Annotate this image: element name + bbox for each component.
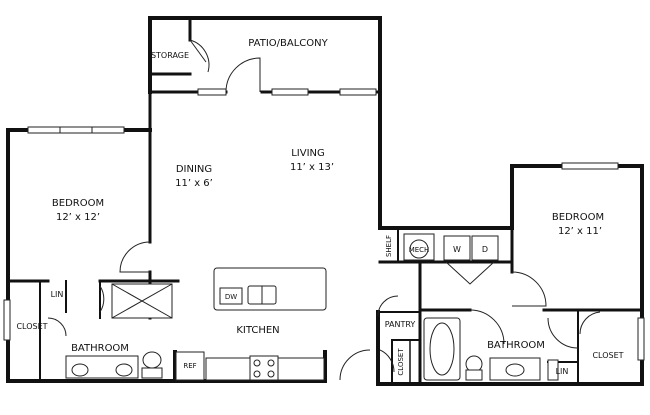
- dw-label: DW: [225, 293, 237, 301]
- dining-label: DINING: [176, 164, 212, 175]
- closet-right-label: CLOSET: [592, 351, 623, 360]
- lin-right-label: LIN: [556, 367, 569, 376]
- living-label: LIVING: [291, 148, 325, 159]
- bedroom-right-label: BEDROOM: [552, 212, 604, 223]
- bathroom-right-label: BATHROOM: [487, 340, 545, 351]
- bedroom-left-dims: 12’ x 12’: [56, 212, 100, 223]
- patio-label: PATIO/BALCONY: [248, 38, 328, 49]
- dishwasher: [219, 287, 243, 305]
- bedroom-left-label: BEDROOM: [52, 198, 104, 209]
- shelf-label: SHELF: [385, 235, 393, 257]
- mech-label: MECH: [409, 246, 430, 254]
- dryer-label: D: [482, 245, 488, 254]
- pantry-label: PANTRY: [385, 320, 416, 329]
- sink-left-2: [115, 363, 133, 377]
- washer-label: W: [453, 245, 461, 254]
- sink-left-1: [71, 363, 89, 377]
- dryer: [471, 235, 499, 261]
- stove: [249, 355, 279, 381]
- bathroom-left-label: BATHROOM: [71, 343, 129, 354]
- room-labels: STORAGE PATIO/BALCONY LIVING 11’ x 13’ D…: [16, 38, 623, 376]
- doors: [47, 39, 601, 381]
- closet-left-label: CLOSET: [16, 322, 47, 331]
- kitchen-label: KITCHEN: [236, 325, 279, 336]
- toilet-left: [142, 351, 162, 369]
- living-dims: 11’ x 13’: [290, 162, 334, 173]
- ref-label: REF: [183, 362, 196, 370]
- storage-label: STORAGE: [151, 51, 189, 60]
- windows: [3, 88, 645, 361]
- washer: [443, 235, 471, 261]
- lin-left-label: LIN: [51, 290, 64, 299]
- interior-walls: [6, 16, 644, 386]
- bedroom-right-dims: 12’ x 11’: [558, 226, 602, 237]
- closet-mid-label: CLOSET: [397, 348, 405, 376]
- fixtures: [65, 233, 559, 381]
- dining-dims: 11’ x 6’: [175, 178, 213, 189]
- refrigerator: [175, 351, 205, 381]
